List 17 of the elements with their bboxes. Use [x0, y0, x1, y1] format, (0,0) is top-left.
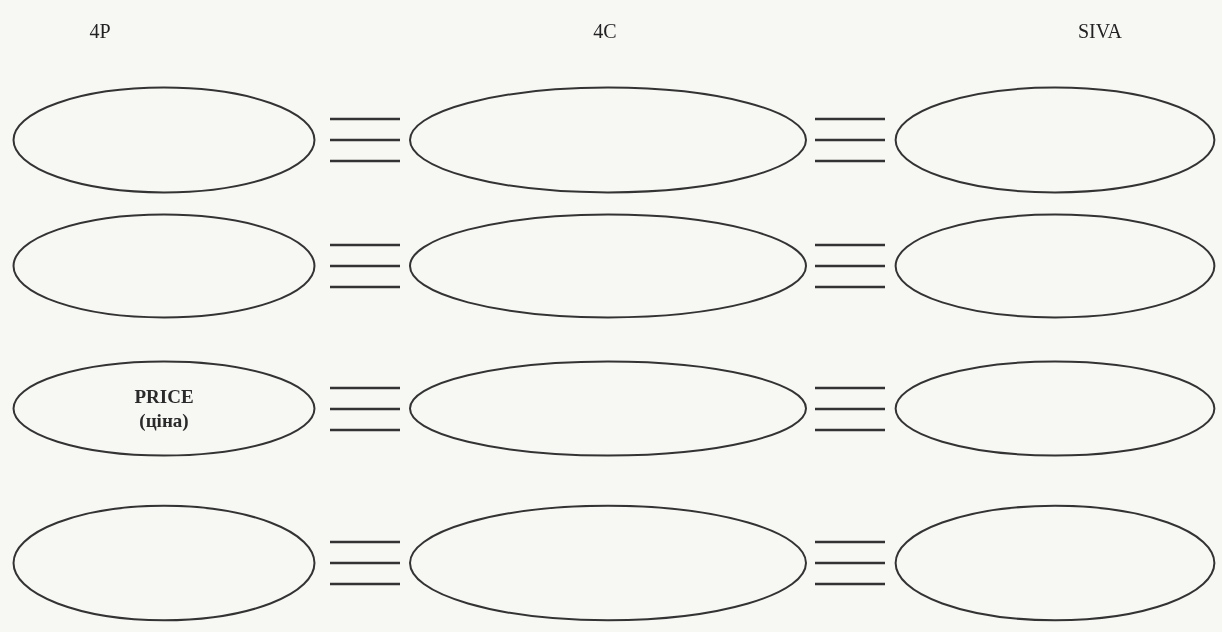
oval-node: [894, 360, 1216, 457]
oval-node: [408, 86, 808, 194]
oval-node: [894, 504, 1216, 622]
oval-node: [12, 213, 316, 319]
node-subtitle: (ціна): [139, 408, 189, 433]
oval-node: [408, 360, 808, 457]
oval-node: [12, 504, 316, 622]
column-heading: 4C: [593, 19, 617, 44]
column-heading: SIVA: [1077, 19, 1123, 44]
column-heading: 4P: [89, 19, 111, 44]
oval-node: [12, 86, 316, 194]
oval-node: [12, 360, 316, 457]
oval-node: [894, 213, 1216, 319]
node-title: PRICE: [134, 384, 194, 409]
oval-node: [408, 213, 808, 319]
oval-node: [408, 504, 808, 622]
oval-node: [894, 86, 1216, 194]
